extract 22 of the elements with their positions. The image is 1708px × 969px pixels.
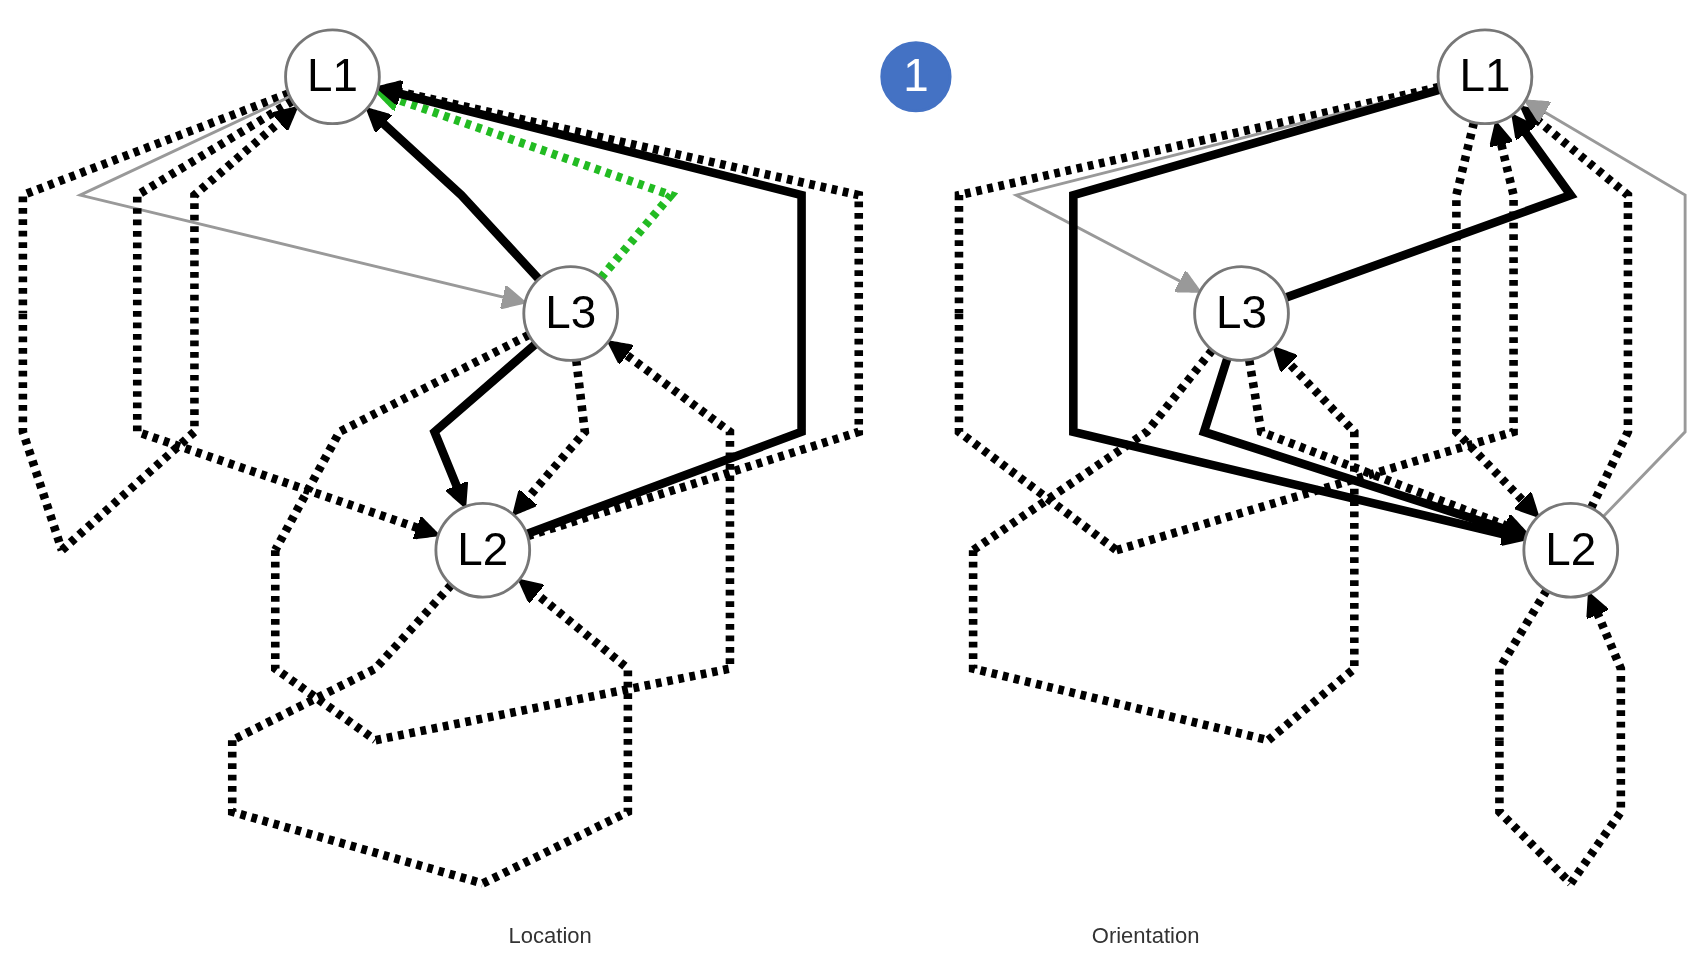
arrow xyxy=(1452,121,1540,518)
arrow xyxy=(1284,113,1578,302)
arrow xyxy=(1198,356,1528,541)
arrow xyxy=(429,340,539,508)
arrow xyxy=(365,107,542,282)
node-circle: L2 xyxy=(1522,501,1620,599)
arrow xyxy=(512,359,590,516)
arrow xyxy=(1524,99,1687,518)
arrow xyxy=(968,345,1359,745)
arrow xyxy=(1069,85,1527,547)
node-circle: L3 xyxy=(1193,264,1290,362)
node-circle: L1 xyxy=(1436,28,1534,125)
arrow xyxy=(132,97,440,540)
node-circle: L1 xyxy=(284,28,381,125)
node-circle: L2 xyxy=(434,501,532,599)
node-circle: 1 xyxy=(880,40,952,113)
arrow xyxy=(1519,105,1633,510)
arrow xyxy=(227,578,633,888)
node-circle: L3 xyxy=(522,264,619,362)
caption-label: Orientation xyxy=(1091,923,1200,949)
caption-label: Location xyxy=(508,923,592,949)
arrow xyxy=(270,330,735,745)
